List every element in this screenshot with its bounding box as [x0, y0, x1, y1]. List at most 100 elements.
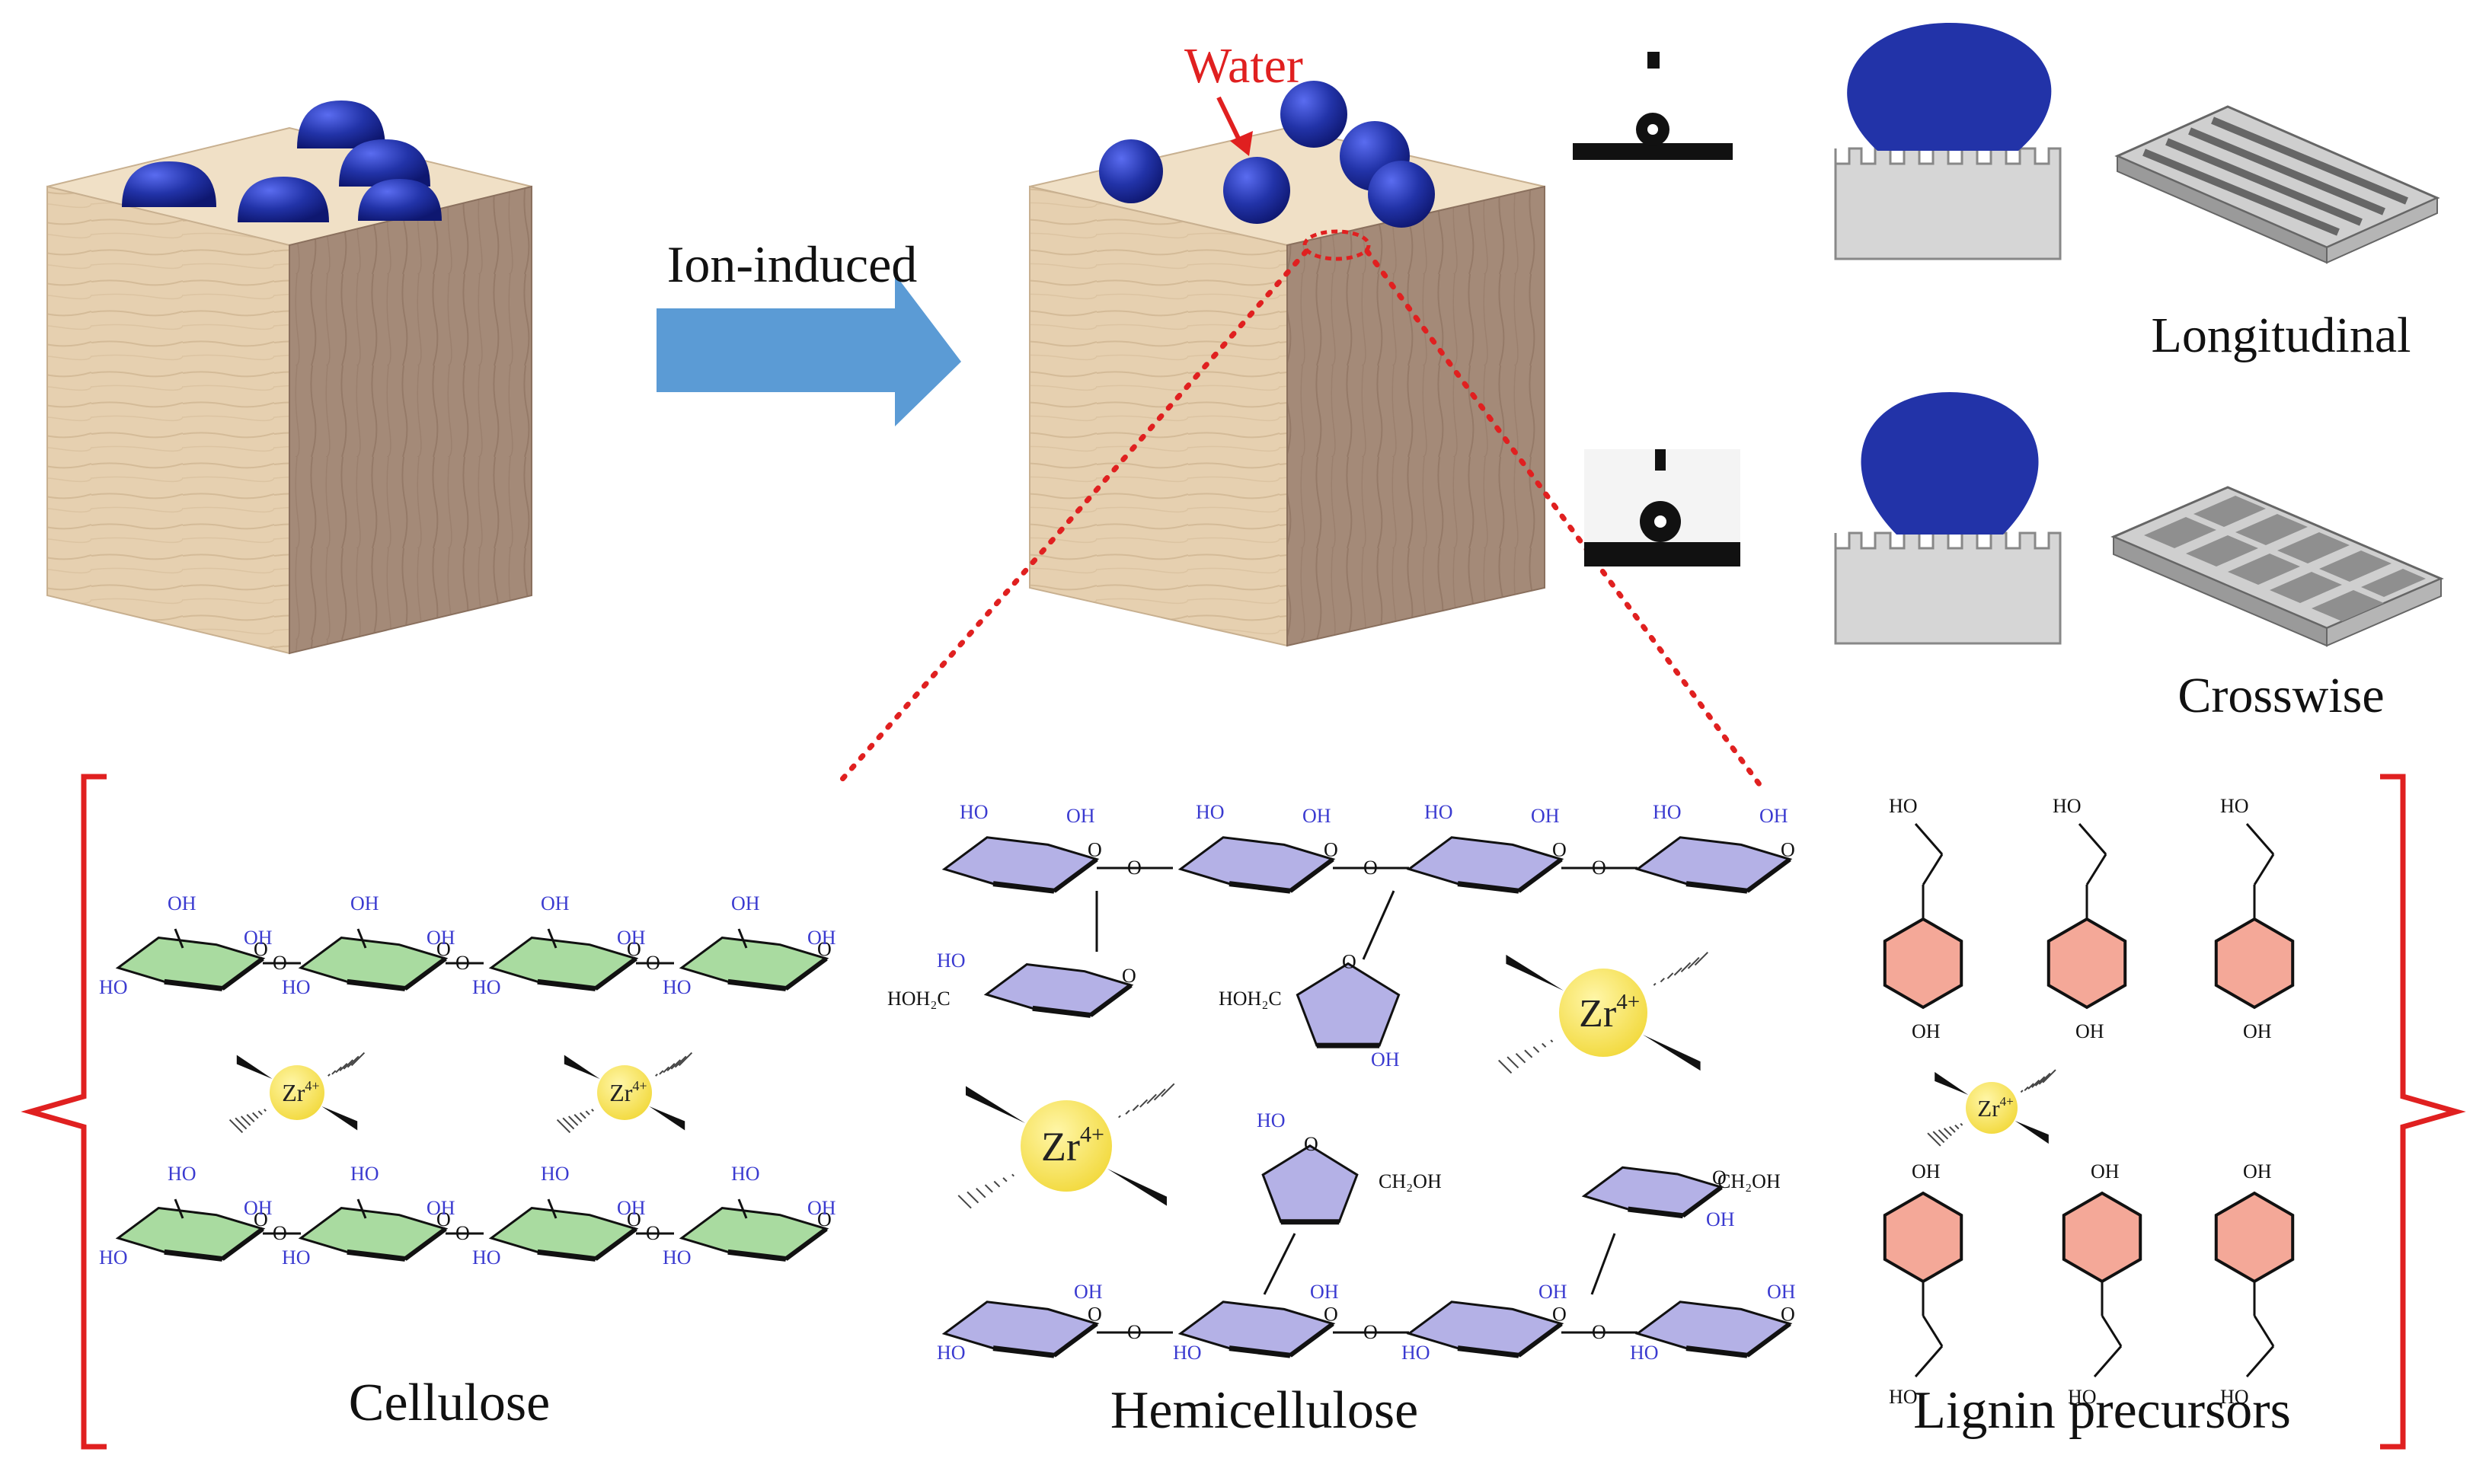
sugar-ring	[941, 1300, 1100, 1357]
untreated-wood-block	[46, 101, 532, 655]
wedge-bond	[1935, 1071, 1969, 1095]
hydroxyl-label: HO	[99, 976, 128, 998]
groove-line	[2165, 138, 2363, 226]
sugar-ring	[941, 836, 1100, 892]
water-droplet-large	[1861, 392, 2039, 535]
hash-bond	[2038, 1072, 2051, 1085]
hash-bond	[1011, 1173, 1014, 1177]
hash-bond	[1146, 1093, 1157, 1104]
droplet-on-substrate-longitudinal	[1834, 23, 2062, 260]
ring-bold-edge	[1746, 1322, 1791, 1358]
chem-bond	[547, 928, 558, 949]
hydroxyl-label: OH	[1371, 1048, 1400, 1071]
chem-bond	[2093, 1345, 2123, 1377]
ring-oxygen-label: O	[254, 938, 268, 960]
chem-bond	[2245, 1345, 2275, 1377]
crosswise-groove-plate: Crosswise	[2110, 486, 2444, 723]
hash-bond	[2042, 1069, 2056, 1083]
sugar-ring	[1634, 836, 1793, 892]
ring-bold-edge	[221, 956, 264, 991]
chem-bond	[737, 928, 748, 949]
furanose-ring	[1296, 962, 1401, 1047]
hydroxyl-label: HO	[472, 1246, 501, 1269]
hydroxyl-label: HO	[1257, 1109, 1286, 1131]
cube-front-face	[46, 185, 290, 655]
water-droplet-sphere	[1099, 139, 1163, 203]
hydroxyl-label: HO	[2053, 795, 2082, 817]
sugar-ring	[115, 936, 266, 991]
zr-ion-charge: 4+	[1616, 990, 1640, 1014]
ring-oxygen-label: O	[1122, 965, 1136, 987]
water-droplet-large	[1847, 23, 2052, 151]
ring-oxygen-label: O	[1088, 839, 1102, 861]
wedge-bond	[236, 1055, 273, 1079]
ring-oxygen-label: O	[817, 938, 832, 960]
hash-bond	[674, 1055, 687, 1068]
hash-bond	[1943, 1128, 1952, 1137]
ring-oxygen-label: O	[1552, 1304, 1567, 1326]
hydroxyl-label: OH	[244, 927, 273, 949]
hydroxyl-label: HO	[2220, 795, 2249, 817]
chem-bond	[547, 1198, 558, 1219]
ring-bold-edge	[992, 1345, 1055, 1358]
hash-bond	[591, 1109, 594, 1112]
hydroxyl-label: OH	[617, 927, 646, 949]
longitudinal-label: Longitudinal	[2152, 308, 2411, 363]
hydroxyl-label: HO	[2068, 1386, 2097, 1408]
hash-bond	[264, 1109, 267, 1112]
hydroxyl-label: HO	[960, 801, 989, 823]
zr-ion-charge: 4+	[632, 1078, 647, 1093]
wedge-bond	[966, 1086, 1025, 1123]
ring-bold-edge	[1229, 881, 1291, 894]
hydroxyl-label: HO	[99, 1246, 128, 1269]
hash-bond	[1653, 982, 1657, 986]
hash-bond	[1550, 1039, 1554, 1043]
zr-ion-charge: 4+	[2000, 1094, 2014, 1109]
hash-bond	[1515, 1052, 1526, 1064]
wedge-bond	[1107, 1169, 1167, 1206]
left-brace	[21, 774, 107, 1450]
hash-bond	[1932, 1131, 1945, 1144]
ring-oxygen-label: O	[254, 1208, 268, 1230]
treated-wood-block: Water	[1029, 38, 1545, 647]
treatment-arrow: Ion-induced	[657, 235, 961, 426]
ring-bold-edge	[347, 1249, 406, 1262]
hash-bond	[252, 1112, 259, 1119]
hash-bond	[2020, 1090, 2024, 1093]
lignin-label: Lignin precursors	[1913, 1381, 2291, 1440]
hydroxyl-label: OH	[1310, 1281, 1339, 1303]
chem-bond	[1590, 1233, 1616, 1295]
hydroxyl-label: OH	[1066, 805, 1095, 827]
hash-bond	[335, 1066, 342, 1074]
hydroxyl-label: HO	[1401, 1342, 1430, 1364]
contact-angle-photo-longitudinal	[1573, 52, 1733, 160]
crosswise-label: Crosswise	[2177, 668, 2384, 723]
hash-bond	[1524, 1049, 1533, 1058]
hydroxyl-label: OH	[1759, 805, 1788, 827]
hydroxyl-label: OH	[1538, 1281, 1567, 1303]
ring-bold-edge	[537, 978, 596, 991]
sugar-ring	[1177, 1300, 1336, 1357]
hash-bond	[1687, 956, 1700, 969]
sugar-ring	[1177, 836, 1336, 892]
sugar-ring	[1634, 1300, 1793, 1357]
hash-bond	[1498, 1059, 1513, 1074]
zoom-region	[1302, 229, 1371, 261]
sugar-ring	[983, 962, 1134, 1017]
glycosidic-oxygen: O	[455, 952, 470, 974]
hash-bond	[585, 1110, 590, 1115]
sugar-ring	[1406, 1300, 1564, 1357]
chem-bond	[1914, 823, 1944, 855]
chem-bond	[2085, 854, 2107, 886]
ring-oxygen-label: O	[436, 1208, 451, 1230]
hash-bond	[580, 1112, 586, 1119]
glycosidic-oxygen: O	[1363, 1321, 1378, 1343]
hash-bond	[1938, 1129, 1949, 1140]
hash-bond	[574, 1114, 583, 1123]
ring-bold-edge	[1089, 983, 1133, 1017]
hash-bond	[957, 1195, 972, 1209]
hydroxyl-label: HO	[1889, 795, 1918, 817]
ring-oxygen-label: O	[1304, 1133, 1318, 1155]
hash-bond	[967, 1191, 979, 1204]
ring-bold-edge	[1628, 1206, 1684, 1219]
